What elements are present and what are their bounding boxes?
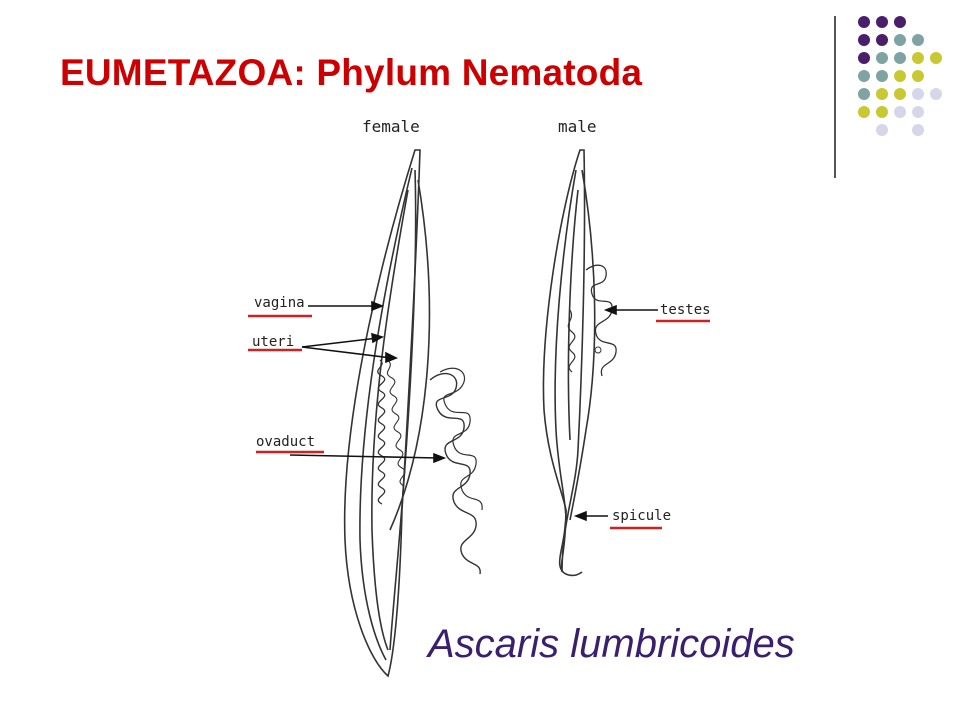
dot — [876, 88, 888, 100]
dot — [912, 88, 924, 100]
male-heading: male — [558, 117, 597, 136]
slide-title: EUMETAZOA: Phylum Nematoda — [60, 52, 643, 93]
female-heading: female — [362, 117, 420, 136]
label-ovaduct: ovaduct — [256, 434, 315, 450]
label-vagina: vagina — [254, 295, 305, 311]
dot — [894, 106, 906, 118]
dot — [876, 106, 888, 118]
dot — [912, 70, 924, 82]
dot — [876, 16, 888, 28]
label-underlines — [248, 314, 710, 530]
dot — [858, 70, 870, 82]
dot — [912, 106, 924, 118]
dot — [858, 106, 870, 118]
dot — [858, 52, 870, 64]
dot — [894, 34, 906, 46]
ascaris-diagram: female male — [248, 117, 711, 678]
dot — [894, 70, 906, 82]
dot — [894, 52, 906, 64]
dot — [912, 34, 924, 46]
decorative-divider-line — [834, 16, 836, 178]
dot — [876, 70, 888, 82]
dot — [930, 88, 942, 100]
label-pointers — [289, 300, 658, 522]
dot — [858, 34, 870, 46]
dot — [912, 52, 924, 64]
dot — [858, 16, 870, 28]
dot — [876, 52, 888, 64]
dot — [858, 88, 870, 100]
species-caption: Ascaris lumbricoides — [428, 622, 795, 666]
female-worm — [343, 149, 483, 678]
male-worm — [542, 149, 617, 577]
label-spicule: spicule — [612, 508, 671, 524]
label-testes: testes — [660, 302, 711, 318]
dot — [930, 52, 942, 64]
decorative-dot-grid — [858, 16, 942, 136]
dot — [894, 88, 906, 100]
dot — [876, 124, 888, 136]
dot — [876, 34, 888, 46]
dot — [912, 124, 924, 136]
dot — [894, 16, 906, 28]
label-uteri: uteri — [252, 334, 294, 350]
